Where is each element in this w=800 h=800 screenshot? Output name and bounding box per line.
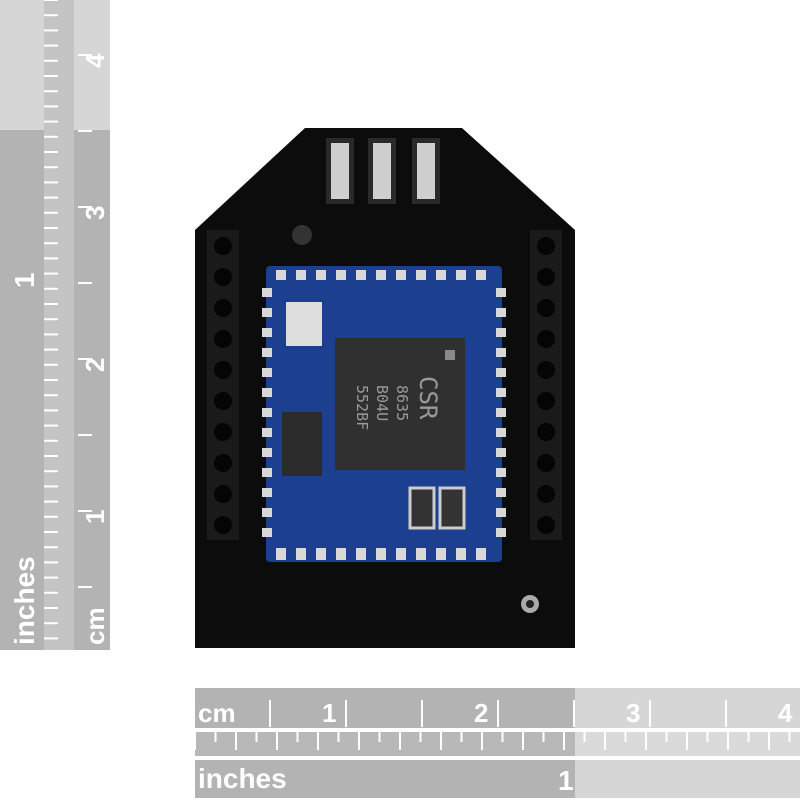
- header-pin: [537, 423, 555, 441]
- antenna-pads: [326, 138, 440, 204]
- header-pin: [214, 454, 232, 472]
- bottom-inches-label: inches: [198, 763, 287, 794]
- header-pin: [214, 361, 232, 379]
- bottom-cm-tick-4: 4: [778, 698, 793, 728]
- csr-chip: [335, 338, 465, 470]
- header-pin: [214, 299, 232, 317]
- left-inches-tick-1: 1: [9, 272, 40, 288]
- left-cm-tick-2: 2: [80, 358, 110, 372]
- header-pin: [537, 485, 555, 503]
- header-pin: [537, 516, 555, 534]
- header-pin: [537, 361, 555, 379]
- header-pin: [214, 330, 232, 348]
- bottom-cm-tick-2: 2: [474, 698, 488, 728]
- crystal: [286, 302, 322, 346]
- chip-line2: B04U: [373, 385, 391, 421]
- left-cm-label: cm: [80, 607, 110, 645]
- chip-line1: 8635: [393, 385, 411, 421]
- chip-brand: CSR: [414, 376, 442, 420]
- bottom-cm-tick-3: 3: [626, 698, 640, 728]
- bottom-ruler: cm 1 2 3 4 inches 1: [194, 688, 800, 798]
- header-pin: [537, 392, 555, 410]
- header-pin: [214, 485, 232, 503]
- header-pin: [537, 299, 555, 317]
- left-ruler: inches 1 cm 4 3 2 1: [0, 0, 110, 650]
- header-pin: [214, 392, 232, 410]
- header-pin: [537, 330, 555, 348]
- left-cm-tick-3: 3: [80, 206, 110, 220]
- bottom-inches-tick-1: 1: [558, 765, 574, 796]
- chip-line3: 552BF: [353, 385, 371, 430]
- eeprom-chip: [282, 412, 322, 476]
- header-pin: [537, 268, 555, 286]
- header-pin: [537, 237, 555, 255]
- header-pin: [537, 454, 555, 472]
- header-pin: [214, 423, 232, 441]
- left-cm-tick-1: 1: [80, 510, 110, 524]
- bottom-cm-tick-1: 1: [322, 698, 336, 728]
- xbee-board: CSR 8635 B04U 552BF: [195, 128, 575, 648]
- header-pin: [214, 268, 232, 286]
- header-pin: [214, 237, 232, 255]
- bottom-cm-label: cm: [198, 698, 236, 728]
- header-pin: [214, 516, 232, 534]
- left-inches-label: inches: [9, 556, 40, 645]
- left-cm-tick-4: 4: [80, 53, 110, 68]
